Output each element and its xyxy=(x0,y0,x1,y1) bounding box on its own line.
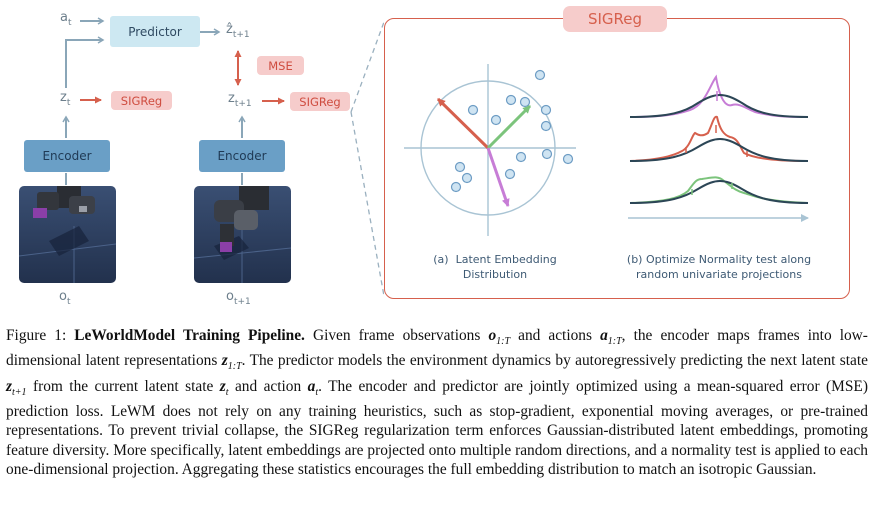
observation-label-t: ot xyxy=(59,289,71,307)
encoder-box-t1: Encoder xyxy=(199,140,285,172)
subfigure-caption-a: (a) Latent Embedding Distribution xyxy=(433,253,557,281)
frame-observation-t1 xyxy=(194,186,291,283)
figure-label: Figure 1: xyxy=(6,327,67,344)
latent-embedding-plot xyxy=(404,64,576,236)
sigreg-badge-t: SIGReg xyxy=(111,91,172,110)
mse-badge: MSE xyxy=(257,56,304,75)
frame-observation-t xyxy=(19,186,116,283)
predicted-latent-label: ẑt+1 xyxy=(226,22,250,40)
sigreg-panel-title: SIGReg xyxy=(563,6,667,32)
latent-label-t1: zt+1 xyxy=(228,91,252,109)
sigreg-badge-t1: SIGReg xyxy=(290,92,350,111)
figure-title: LeWorldModel Training Pipeline. xyxy=(74,327,305,344)
figure-caption: Figure 1: LeWorldModel Training Pipeline… xyxy=(6,327,868,479)
normality-test-curves xyxy=(628,74,809,222)
latent-label-t: zt xyxy=(60,90,71,108)
encoder-box-t: Encoder xyxy=(24,140,110,172)
predictor-box: Predictor xyxy=(110,16,200,47)
observation-label-t1: ot+1 xyxy=(226,289,251,307)
pipeline-arrows xyxy=(62,17,384,297)
action-label: at xyxy=(60,10,72,28)
subfigure-caption-b: (b) Optimize Normality test along random… xyxy=(626,253,812,281)
